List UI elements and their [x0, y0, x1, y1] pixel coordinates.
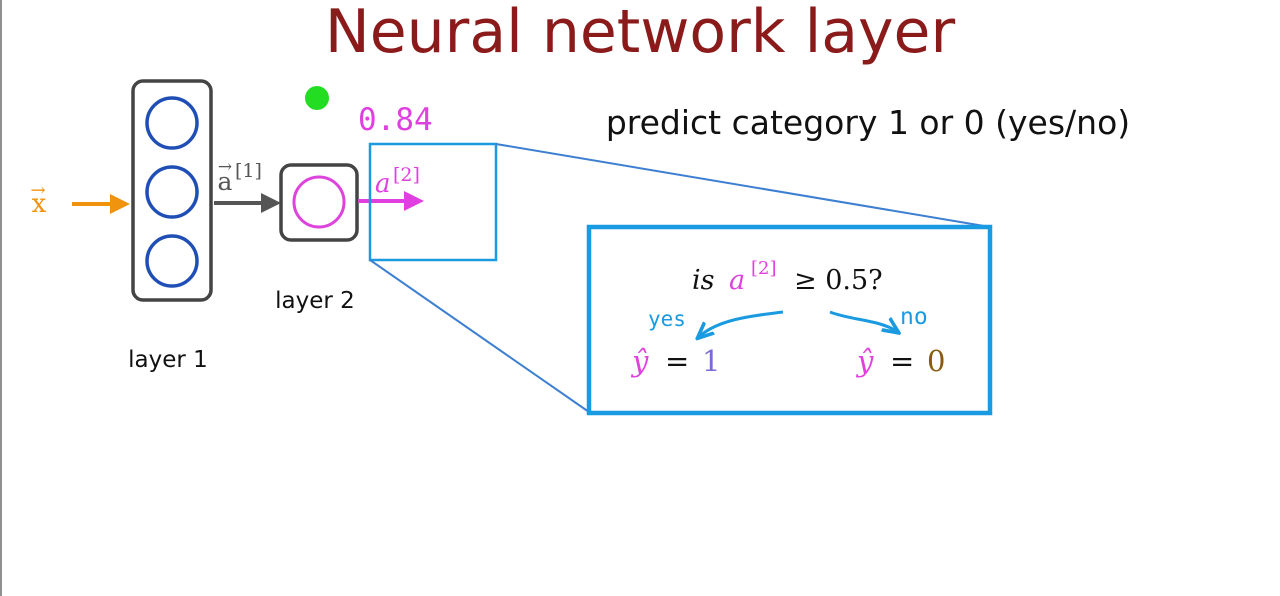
- yes-result: ŷ = 1: [630, 344, 720, 378]
- zoom-line-top: [495, 143, 991, 228]
- predict-caption: predict category 1 or 0 (yes/no): [606, 103, 1130, 142]
- yes-result-equals: =: [665, 344, 689, 378]
- decision-box: [586, 224, 993, 416]
- yes-result-variable: ŷ: [630, 344, 649, 378]
- no-label: no: [900, 304, 928, 330]
- question-variable: a: [729, 265, 745, 296]
- pointer-dot: [305, 86, 329, 110]
- layer1-neuron-2: [145, 165, 199, 219]
- no-result-variable: ŷ: [855, 344, 874, 378]
- zoom-line-bottom: [369, 259, 590, 413]
- layer1-neuron-1: [145, 96, 199, 150]
- yes-label: yes: [648, 307, 686, 331]
- layer2-box: [279, 163, 359, 242]
- layer1-output-superscript: [1]: [235, 160, 262, 182]
- zoom-source-box: [368, 142, 498, 262]
- question-threshold: ≥ 0.5?: [794, 265, 883, 296]
- layer2-output-label: a: [375, 169, 391, 199]
- yes-result-value: 1: [702, 344, 720, 378]
- layer1-output-vector-arrow: →: [218, 157, 232, 177]
- page-title: Neural network layer: [325, 0, 956, 67]
- question-prefix: is: [692, 265, 715, 296]
- layer1-label: layer 1: [128, 347, 208, 373]
- question-superscript: [2]: [751, 258, 777, 279]
- decision-question: is a [2] ≥ 0.5?: [692, 258, 883, 296]
- layer1-box: [131, 79, 213, 302]
- no-result-value: 0: [927, 344, 945, 378]
- no-result-equals: =: [890, 344, 914, 378]
- layer2-label: layer 2: [275, 288, 355, 314]
- no-result: ŷ = 0: [855, 344, 945, 378]
- layer1-neuron-3: [145, 234, 199, 288]
- layer2-neuron: [292, 175, 346, 229]
- yes-branch-arrow: [700, 310, 784, 336]
- input-label: x: [32, 189, 47, 219]
- layer2-output-value: 0.84: [358, 102, 433, 138]
- layer2-output-superscript: [2]: [393, 164, 420, 186]
- input-vector-arrow: →: [30, 180, 45, 201]
- layer1-output-label: a: [218, 167, 233, 196]
- no-branch-arrow: [829, 310, 896, 331]
